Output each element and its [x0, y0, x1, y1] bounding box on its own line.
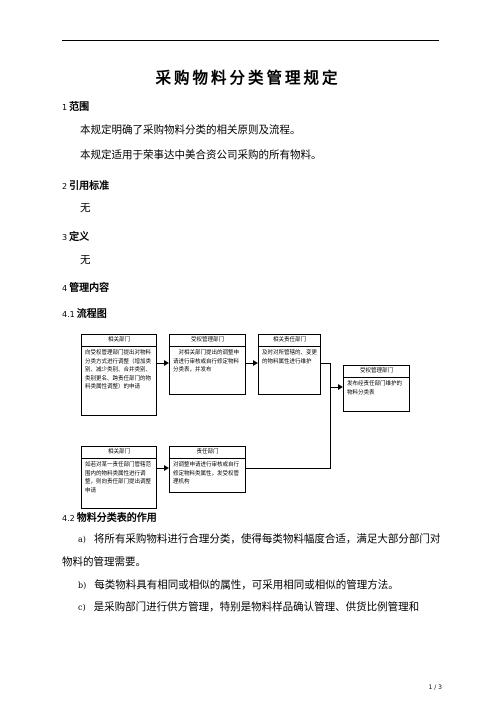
- flow-box-responsible-dept-2: 责任部门 对调整申请进行审核或自行修定物料类属性，发受权管理机构: [169, 446, 246, 493]
- connector-line: [320, 363, 330, 364]
- page-number: 1 / 3: [428, 684, 442, 691]
- page-title: 采购物料分类管理规定: [155, 69, 341, 87]
- flow-box-responsible-dept: 相关责任部门 及时对所管辖的、变更的物料属性进行维护: [258, 334, 321, 395]
- connector-line: [245, 468, 330, 469]
- arrow-right-icon: [164, 465, 169, 471]
- list-item: c)是采购部门进行供方管理，特别是物料样品确认管理、供货比例管理和: [78, 601, 420, 613]
- arrow-right-icon: [164, 360, 169, 366]
- section-3-paragraph: 无: [80, 254, 91, 266]
- section-1-paragraph-1: 本规定明确了采购物料分类的相关原则及流程。: [80, 124, 301, 136]
- section-2-paragraph: 无: [80, 202, 91, 214]
- arrow-right-icon: [253, 360, 258, 366]
- flow-box-authorized-dept: 受权管理部门 对相关部门提出的调整申请进行审核或自行修定物料分类表，并发布: [169, 334, 246, 395]
- connector-line: [156, 468, 164, 469]
- flow-box-publish: 受权管理部门 发布经责任部门维护的物料分类表: [343, 365, 410, 412]
- arrow-right-icon: [338, 384, 343, 390]
- connector-line: [156, 363, 164, 364]
- list-item: b)每类物料具有相同或相似的属性，可采用相同或相似的管理方法。: [78, 579, 399, 591]
- flow-box-related-dept: 相关部门 向受权管理部门提出对物料分类方式进行调整（增加类别、减少类别、合并类别…: [81, 334, 157, 416]
- section-1-paragraph-2: 本规定适用于荣事达中美合资公司采购的所有物料。: [80, 149, 322, 161]
- connector-line: [330, 388, 331, 469]
- list-item: a)将所有采购物料进行合理分类，使得每类物料幅度合适，满足大部分部门对物料的管理…: [62, 533, 441, 568]
- flow-box-related-dept-2: 相关部门 如若对某一责任部门管辖范围内的物料类属性进行调整，则向责任部门提出调整…: [81, 446, 157, 509]
- connector-line: [330, 363, 331, 388]
- connector-line: [330, 387, 338, 388]
- connector-line: [245, 363, 253, 364]
- header-rule: [62, 40, 439, 41]
